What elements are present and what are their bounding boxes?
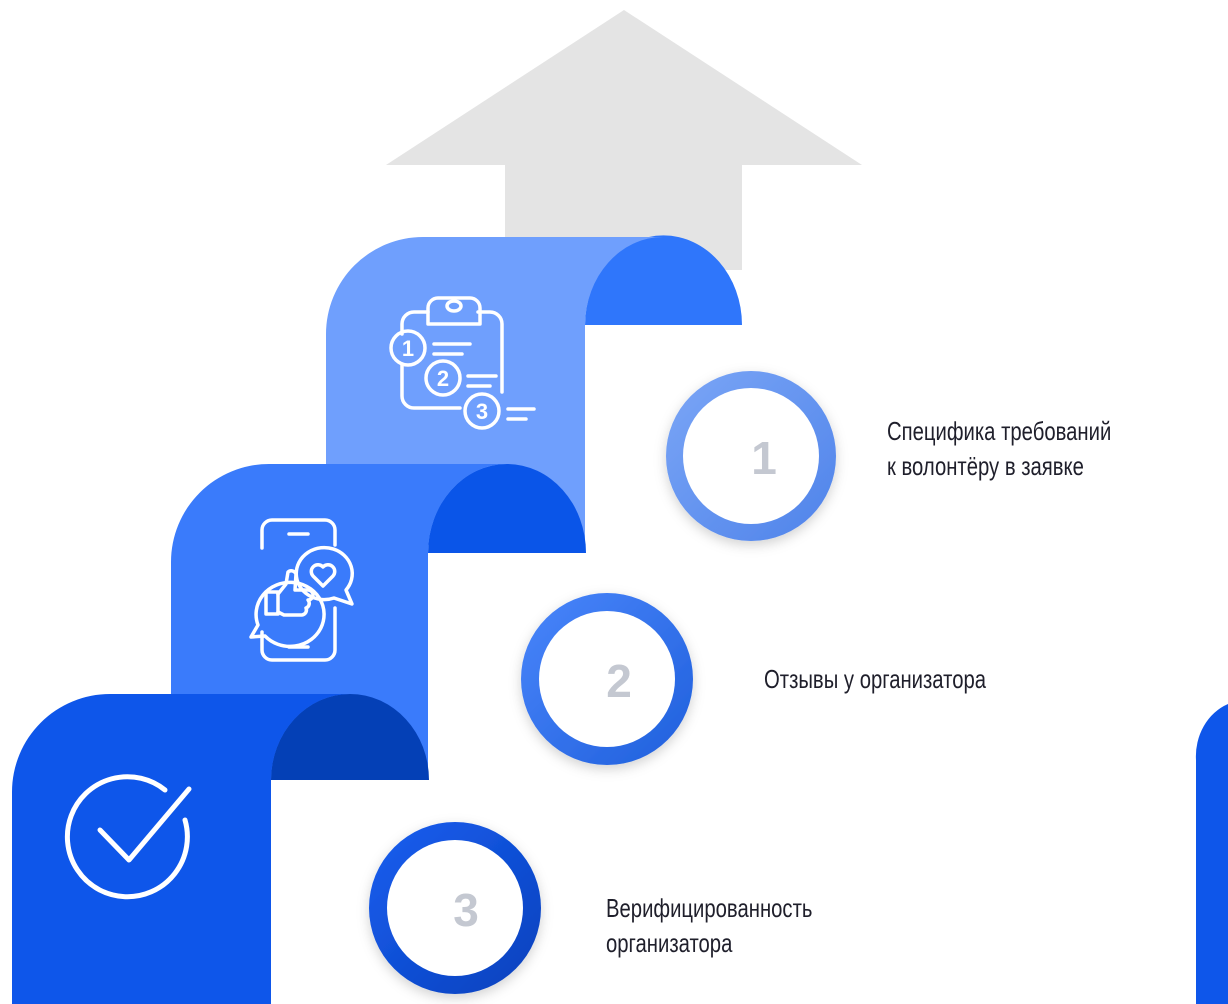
step-label-1-line-2: к волонтёру в заявке xyxy=(887,451,1084,481)
clipboard-list-icon xyxy=(389,296,536,430)
step-number-2: 2 xyxy=(606,655,632,707)
svg-text:1: 1 xyxy=(402,336,414,361)
edge-shape-right xyxy=(1195,704,1228,1004)
clipboard-digits: 1 2 3 xyxy=(402,336,488,424)
step-label-3-line-1: Верифицированность xyxy=(606,893,813,923)
check-circle-icon xyxy=(64,774,192,900)
step-badge-1 xyxy=(666,371,836,541)
step-number-3: 3 xyxy=(453,884,479,936)
svg-text:3: 3 xyxy=(476,399,488,424)
step-badge-3 xyxy=(369,822,541,994)
step-badge-2 xyxy=(521,593,693,765)
phone-feedback-icon xyxy=(249,518,354,662)
step-number-1: 1 xyxy=(751,432,777,484)
svg-text:2: 2 xyxy=(437,366,449,391)
step-label-1: Специфика требований к волонтёру в заявк… xyxy=(887,414,1111,484)
step-label-3: Верифицированность организатора xyxy=(606,891,812,961)
step-label-2: Отзывы у организатора xyxy=(764,662,986,697)
step-label-1-line-1: Специфика требований xyxy=(887,416,1112,446)
stair-bottom xyxy=(12,694,429,1004)
up-arrow-shape xyxy=(386,10,862,270)
step-label-2-line-1: Отзывы у организатора xyxy=(764,664,987,694)
step-label-3-line-2: организатора xyxy=(606,928,733,958)
